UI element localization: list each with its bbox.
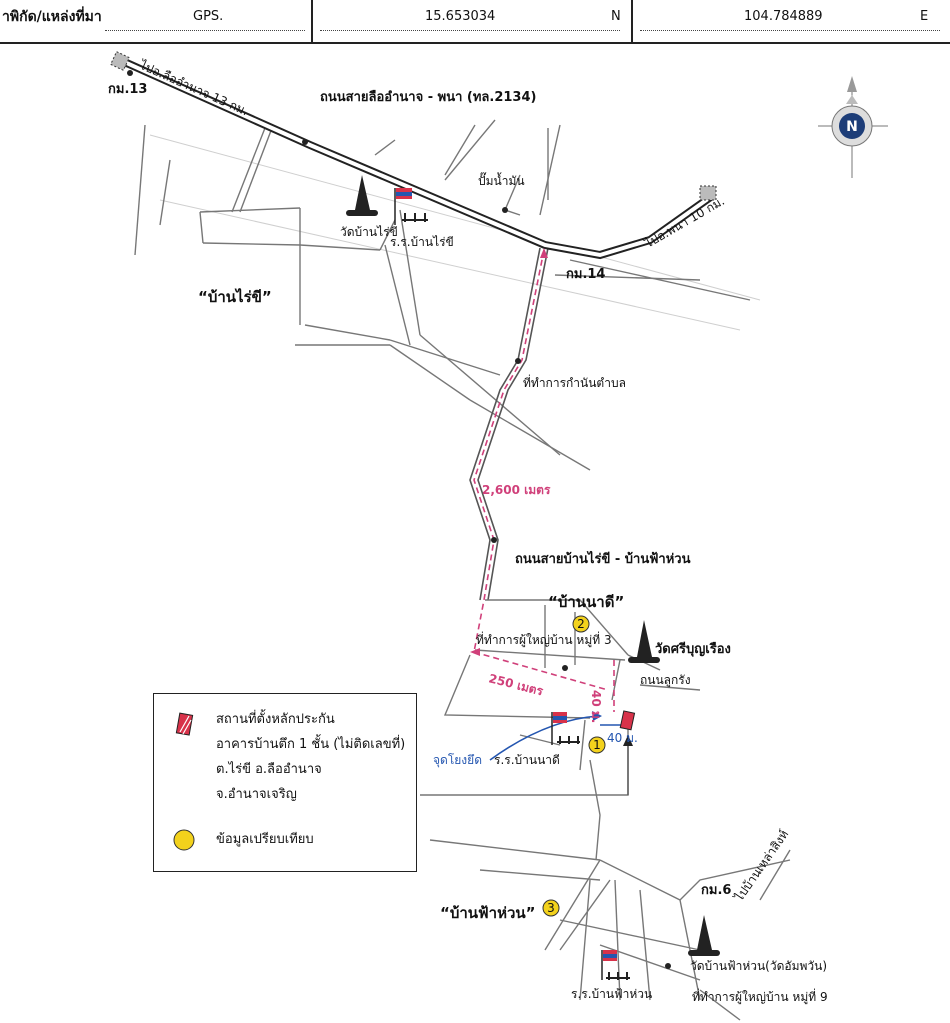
school-rai-khi-label: ร.ร.บ้านไร่ขี	[390, 235, 454, 249]
school-flag-icon	[601, 950, 630, 980]
to-nong-phue-label: ไปบ้านเหล่าสิงห์	[731, 827, 791, 904]
legend-collateral-line2: อาคารบ้านตึก 1 ชั้น (ไม่ติดเลขที่)	[216, 737, 406, 752]
wat-rai-khi-label: วัดบ้านไร่ขี	[340, 225, 398, 239]
kamnan-office-label: ที่ทำการกำนันตำบล	[523, 374, 626, 390]
main-road-label: ถนนสายลืออำนาจ - พนา (ทล.2134)	[320, 89, 536, 105]
secondary-road-label: ถนนสายบ้านไร่ขี - บ้านฟ้าห่วน	[515, 550, 691, 567]
distance-route	[473, 249, 615, 712]
wat-na-di-label: วัดศรีบุญเรือง	[655, 641, 731, 657]
headman-office-3-label: ที่ทำการผู้ใหญ่บ้าน หมู่ที่ 3	[476, 631, 612, 648]
temple-icon	[346, 175, 378, 216]
map-legend: สถานที่ตั้งหลักประกัน อาคารบ้านตึก 1 ชั้…	[153, 693, 417, 872]
temple-icon	[688, 915, 720, 956]
to-phana-label: ไปอ.พนา 10 กม.	[642, 194, 727, 251]
coordinates-source-label: าพิกัด/แหล่งที่มา	[2, 9, 102, 25]
collateral-pointer	[623, 735, 633, 746]
legend-comparison: ข้อมูลเปรียบเทียบ	[216, 832, 314, 847]
secondary-road	[469, 247, 549, 601]
gas-station-label: ปั๊มน้ำมัน	[478, 172, 525, 188]
latitude-direction: N	[611, 9, 621, 24]
village-fa-huan-label: “บ้านฟ้าห่วน”	[440, 904, 536, 922]
location-map: 1 2 3	[108, 51, 888, 1021]
landmark-arrow-head	[592, 711, 602, 721]
comparison-marker-3	[542, 899, 560, 917]
distance-40a-label: 40 ม.	[589, 690, 603, 723]
main-highway	[118, 56, 715, 260]
km13-label: กม.13	[108, 82, 147, 97]
compass-north-label: N	[846, 119, 858, 135]
local-roads	[134, 119, 751, 471]
distance-2600-label: 2,600 เมตร	[482, 483, 551, 497]
comparison-marker-1	[588, 736, 606, 754]
distance-250-label: 250 เมตร	[487, 671, 545, 698]
wat-fa-huan-label: วัดบ้านฟ้าห่วน(วัดอัมพวัน)	[690, 959, 827, 973]
distance-40b-label: 40 ม.	[607, 731, 638, 745]
school-fa-huan-label: ร.ร.บ้านฟ้าห่วน	[571, 987, 652, 1001]
school-flag-icon	[551, 712, 580, 745]
comparison-marker-2-label: 2	[577, 617, 585, 631]
comparison-marker-3-label: 3	[547, 901, 555, 915]
landmark-arrow	[489, 715, 599, 761]
temple-icon	[628, 620, 660, 663]
longitude-value: 104.784889	[744, 9, 823, 24]
road-end-west	[110, 51, 130, 71]
landmark-label: จุดโยงยึด	[433, 753, 482, 768]
collateral-legend-icon	[175, 712, 194, 736]
latitude-value: 15.653034	[425, 9, 496, 24]
km6-label: กม.6	[701, 883, 731, 898]
route-arrow-up	[540, 248, 548, 258]
village-na-di-label: “บ้านนาดี”	[548, 593, 624, 611]
collateral-site-marker	[619, 710, 636, 731]
longitude-direction: E	[920, 9, 929, 24]
gps-label: GPS.	[193, 9, 224, 24]
school-flag-icon	[394, 188, 428, 225]
village-rai-khi-label: “บ้านไร่ขี”	[198, 287, 272, 306]
road-end-east	[699, 185, 717, 201]
legend-collateral-line4: จ.อำนาจเจริญ	[216, 787, 297, 802]
legend-collateral-line1: สถานที่ตั้งหลักประกัน	[216, 712, 335, 727]
comparison-marker-2	[572, 615, 590, 633]
comparison-legend-icon	[173, 829, 195, 851]
headman-office-9-label: ที่ทำการผู้ใหญ่บ้าน หมู่ที่ 9	[692, 988, 828, 1005]
compass-icon	[818, 76, 888, 178]
km14-label: กม.14	[566, 267, 605, 282]
local-road-label: ถนนลูกรัง	[640, 673, 691, 688]
route-arrow-left	[470, 648, 480, 656]
legend-collateral-line3: ต.ไร่ขี อ.ลืออำนาจ	[216, 762, 322, 777]
to-lueamnat-label: ไปอ.ลืออำนาจ 13 กม.	[137, 58, 251, 119]
comparison-marker-1-label: 1	[593, 738, 601, 752]
fa-huan-village-roads	[429, 839, 791, 1021]
school-na-di-label: ร.ร.บ้านนาดี	[494, 753, 560, 767]
coordinates-header: าพิกัด/แหล่งที่มา GPS. 15.653034 N 104.7…	[0, 0, 950, 44]
